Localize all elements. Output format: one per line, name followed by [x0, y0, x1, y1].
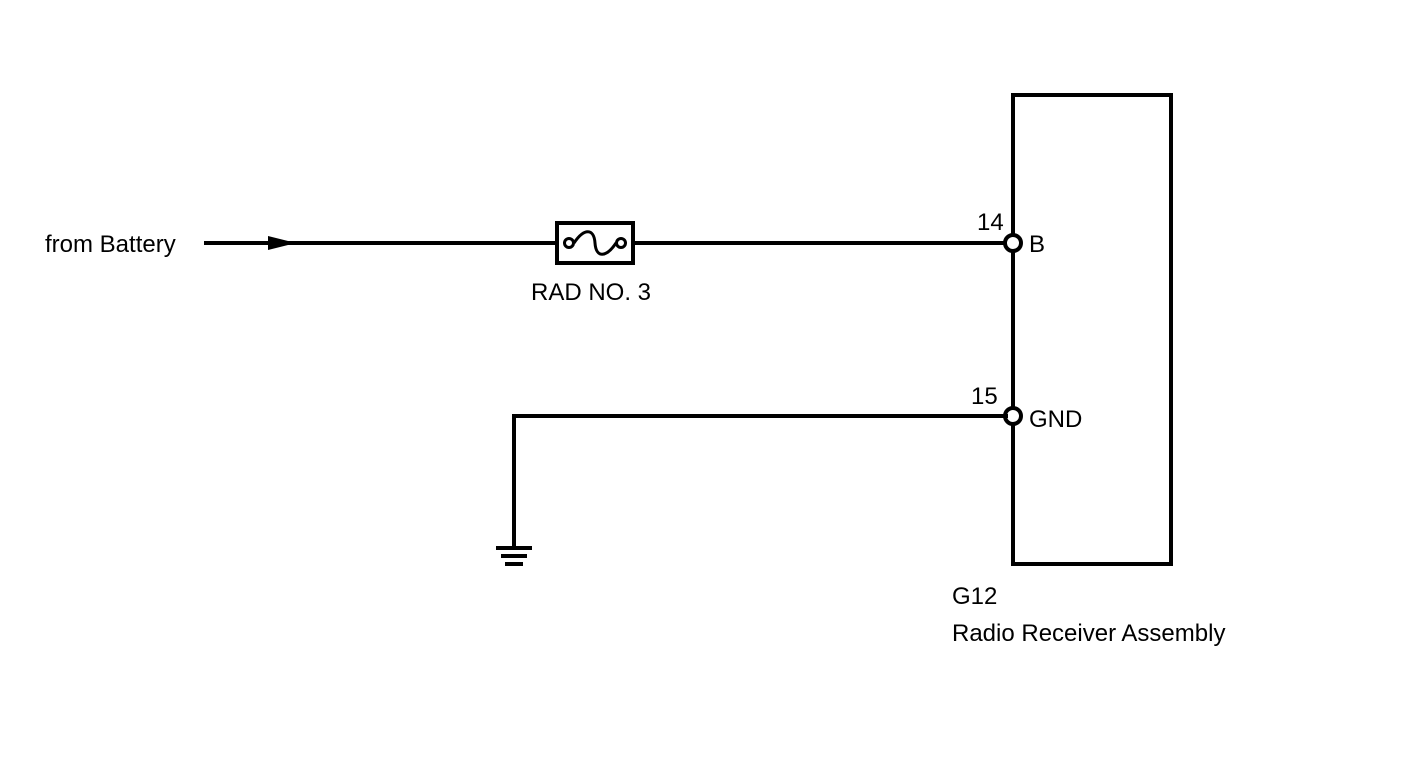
- component-code: G12: [952, 583, 997, 610]
- pin-14-terminal-icon: [1003, 233, 1023, 253]
- pin-15-name: GND: [1029, 406, 1082, 433]
- fuse-label: RAD NO. 3: [531, 279, 651, 306]
- pin-15-number: 15: [971, 383, 998, 410]
- ground-icon: [496, 546, 532, 566]
- fuse-icon: [555, 221, 635, 265]
- pin-14-number: 14: [977, 209, 1004, 236]
- source-label: from Battery: [45, 231, 176, 258]
- component-name: Radio Receiver Assembly: [952, 620, 1225, 647]
- ground-wire: [512, 414, 1008, 548]
- radio-receiver-box: [1011, 93, 1173, 566]
- pin-14-name: B: [1029, 231, 1045, 258]
